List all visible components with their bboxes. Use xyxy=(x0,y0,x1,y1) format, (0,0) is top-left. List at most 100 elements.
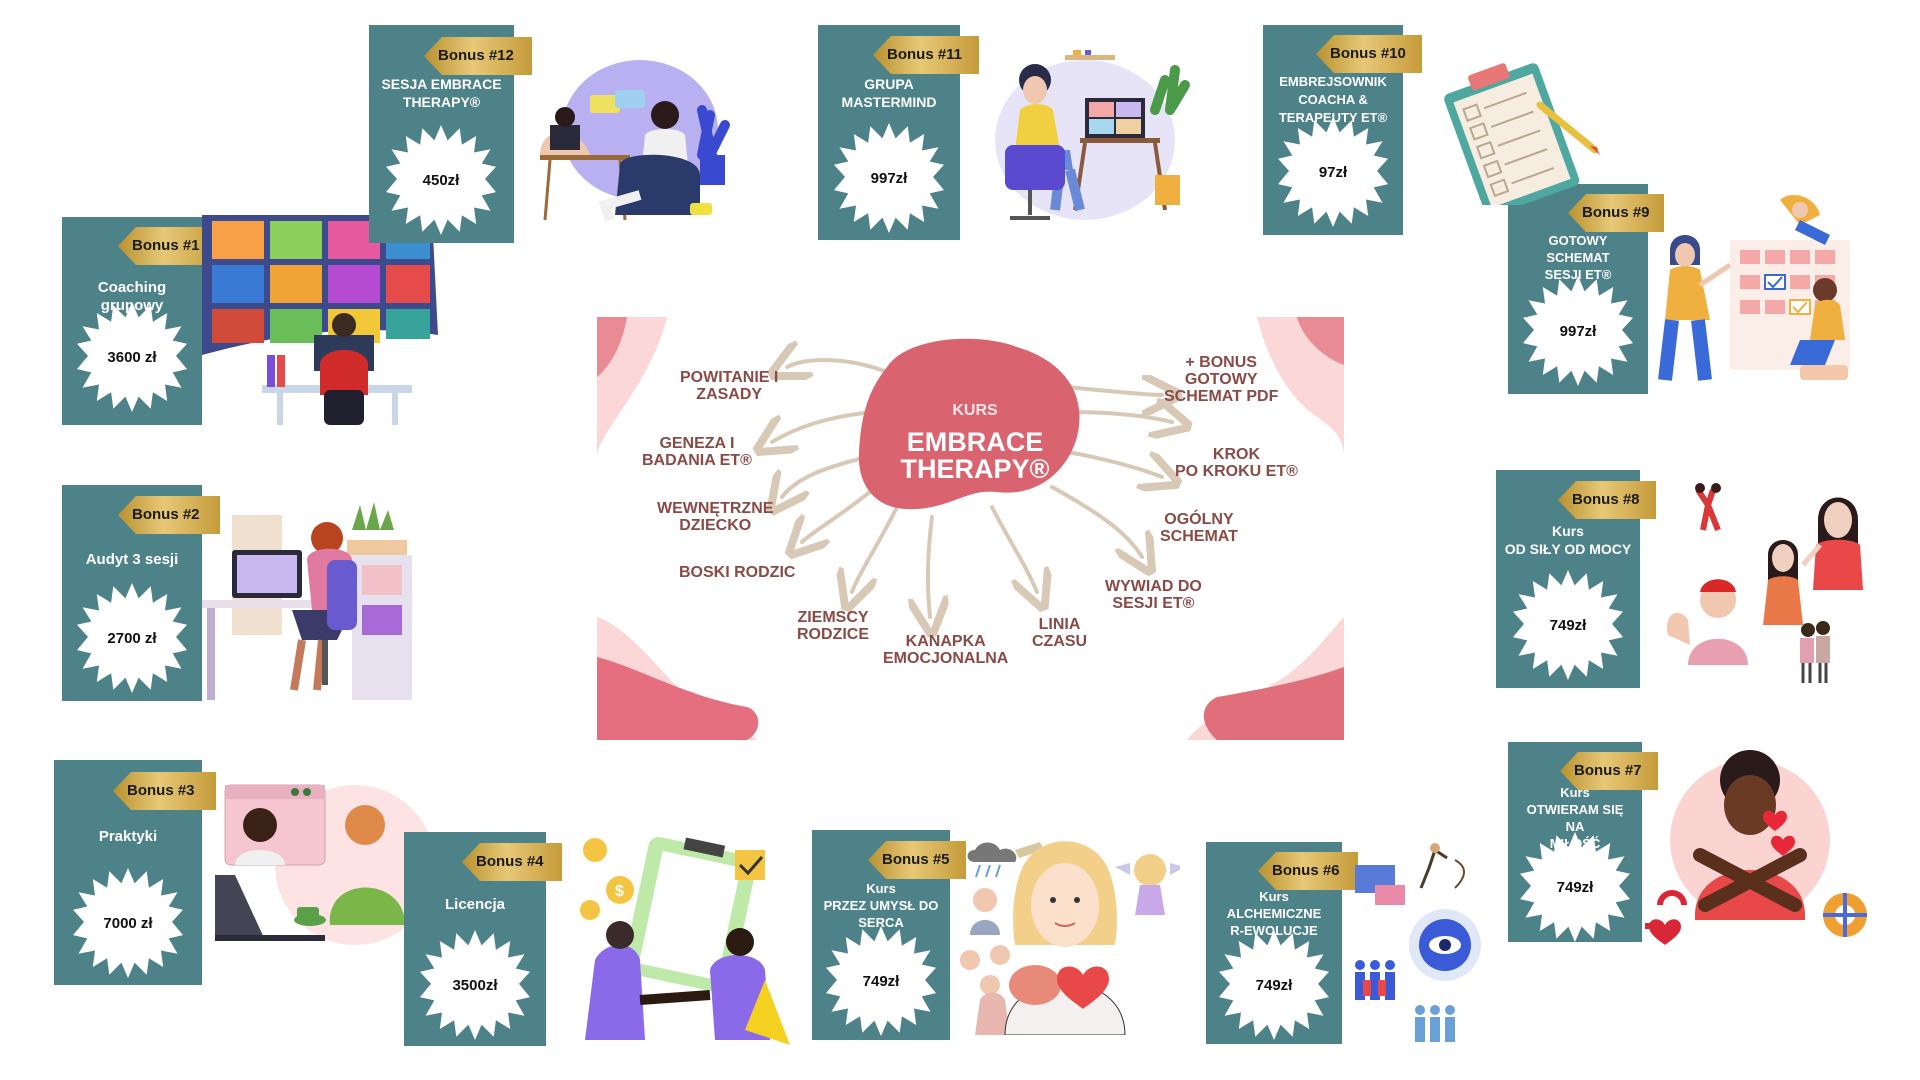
price: 749zł xyxy=(1255,976,1293,994)
price-badge: 450zł xyxy=(386,125,496,235)
online-session-illustration xyxy=(215,784,430,945)
price-badge: 997zł xyxy=(834,123,944,233)
branch-arrow-1 xyxy=(787,360,889,372)
price: 997zł xyxy=(870,169,908,187)
center-blob xyxy=(858,338,1080,510)
woman-at-desk-illustration xyxy=(202,502,412,700)
bonus-ribbon-12: Bonus #12 xyxy=(424,37,532,75)
bonus-title-line: Audyt 3 sesji xyxy=(85,551,179,568)
price: 2700 zł xyxy=(107,629,157,647)
center-title-line-2: THERAPY® xyxy=(900,454,1050,484)
price: 749zł xyxy=(1549,616,1587,634)
bonus-title-line: Praktyki xyxy=(98,828,158,845)
bonus-title: Kurs PRZEZ UMYSŁ DO SERCA xyxy=(812,880,950,931)
branch-line: DZIECKO xyxy=(679,517,752,534)
bonus-card-10: EMBREJSOWNIK COACHA & TERAPEUTY ET® 97zł xyxy=(1263,25,1403,235)
ready-schedule-illustration xyxy=(1658,195,1850,381)
svg-text:$: $ xyxy=(615,883,624,900)
bonus-title-line: GOTOWY SCHEMAT xyxy=(1546,233,1610,265)
bonus-title-line: GRUPA xyxy=(864,76,914,92)
branch-line: GOTOWY xyxy=(1184,371,1258,388)
bonus-title-line: Licencja xyxy=(444,896,506,913)
price-badge: 997zł xyxy=(1523,276,1633,386)
bonus-ribbon-9: Bonus #9 xyxy=(1568,194,1664,232)
bonus-title: Kurs OD SIŁY OD MOCY xyxy=(1496,522,1640,558)
bonus-title: SESJA EMBRACE THERAPY® xyxy=(369,75,514,111)
bonus-ribbon-10: Bonus #10 xyxy=(1316,35,1422,73)
bonus-title-line: SESJA EMBRACE xyxy=(381,76,502,92)
price: 3500zł xyxy=(452,976,498,994)
branch-line: POWITANIE I xyxy=(680,369,779,386)
price: 7000 zł xyxy=(103,914,153,932)
branch-line: KANAPKA xyxy=(905,633,986,650)
center-course-label: KURS xyxy=(952,402,998,419)
branch-arrow-9 xyxy=(1065,450,1162,477)
branch-line: WEWNĘTRZNE xyxy=(657,500,774,517)
branch-line: ZASADY xyxy=(696,386,763,403)
price: 749zł xyxy=(862,972,900,990)
mind-map-background xyxy=(597,317,1344,740)
branch-arrow-6 xyxy=(928,515,932,617)
bonus-title: GOTOWY SCHEMAT SESJI ET® xyxy=(1508,232,1648,283)
strength-to-power-illustration xyxy=(1667,483,1863,683)
bonus-title: Audyt 3 sesji xyxy=(62,551,202,569)
bonus-ribbon-6: Bonus #6 xyxy=(1258,852,1358,890)
branch-arrow-10 xyxy=(1070,412,1172,422)
center-course-title: EMBRACE THERAPY® xyxy=(865,429,1085,483)
price-badge: 2700 zł xyxy=(77,583,187,693)
branch-line: SESJI ET® xyxy=(1112,595,1195,612)
bonus-ribbon-4: Bonus #4 xyxy=(462,843,562,881)
bonus-title-line: COACHA & xyxy=(1298,92,1368,107)
bonus-card-1: Coaching grupowy 3600 zł xyxy=(62,217,202,425)
bonus-title: Praktyki xyxy=(54,828,202,846)
price-badge: 3600 zł xyxy=(77,302,187,412)
price-badge: 749zł xyxy=(826,926,936,1036)
bonus-title: GRUPA MASTERMIND xyxy=(818,75,960,111)
bonus-ribbon-3: Bonus #3 xyxy=(113,772,216,810)
mind-to-heart-illustration xyxy=(960,841,1180,1035)
bonus-title-line: Kurs xyxy=(866,881,896,896)
bonus-ribbon-5: Bonus #5 xyxy=(868,841,966,879)
branch-boski-rodzic: BOSKI RODZIC xyxy=(679,564,795,581)
price-badge: 749zł xyxy=(1513,570,1623,680)
bonus-ribbon-2: Bonus #2 xyxy=(118,496,220,534)
branch-arrow-5 xyxy=(852,505,899,592)
branch-line: EMOCJONALNA xyxy=(883,650,1009,667)
price: 450zł xyxy=(422,171,460,189)
bonus-title-line: MASTERMIND xyxy=(841,94,937,110)
price-badge: 749zł xyxy=(1219,930,1329,1040)
branch-line: OGÓLNY xyxy=(1164,511,1234,528)
bonus-title: Licencja xyxy=(404,896,546,914)
bonus-title-line: Kurs xyxy=(1259,889,1289,904)
price: 3600 zł xyxy=(107,348,157,366)
price: 749zł xyxy=(1556,878,1594,896)
bonus-title-line: SESJI ET® xyxy=(1544,267,1612,282)
bonus-title-line: OD SIŁY OD MOCY xyxy=(1504,541,1632,557)
branch-line: LINIA xyxy=(1038,616,1081,633)
bonus-ribbon-7: Bonus #7 xyxy=(1560,752,1658,790)
bonus-title-line: PRZEZ UMYSŁ DO xyxy=(823,898,939,913)
branch-line: PO KROKU ET® xyxy=(1175,463,1298,480)
branch-line: RODZICE xyxy=(797,626,869,643)
embrace-session-illustration xyxy=(540,60,730,222)
alchemy-evolution-illustration xyxy=(1355,843,1481,1042)
branch-line: KROK xyxy=(1212,446,1260,463)
bonus-ribbon-11: Bonus #11 xyxy=(873,36,979,74)
branch-arrow-7 xyxy=(990,505,1037,592)
group-video-call-illustration xyxy=(202,215,438,425)
price-badge: 7000 zł xyxy=(73,868,183,978)
branch-arrow-11 xyxy=(1065,387,1162,395)
branch-line: + BONUS xyxy=(1185,354,1257,371)
center-title-line-1: EMBRACE xyxy=(906,427,1044,457)
mastermind-group-illustration xyxy=(995,50,1190,220)
